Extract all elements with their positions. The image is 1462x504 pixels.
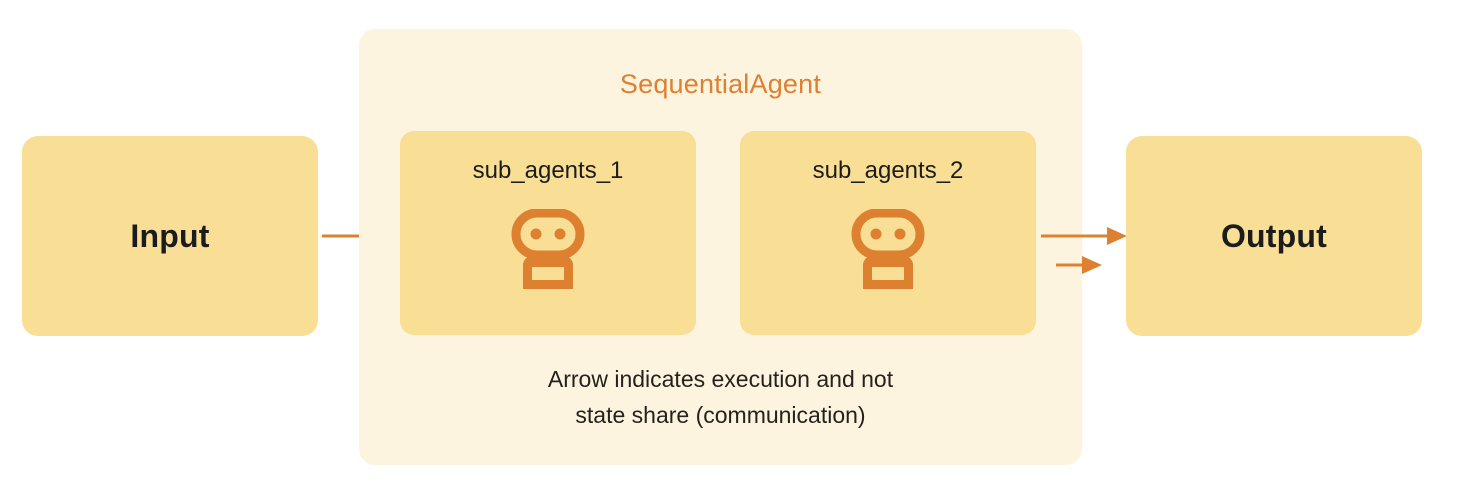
- agent-label-sub-agents-2: sub_agents_2: [812, 157, 964, 184]
- output-node: Output: [1126, 136, 1422, 336]
- input-label: Input: [130, 217, 210, 254]
- caption-line-1: Arrow indicates execution and not: [547, 366, 894, 392]
- output-label: Output: [1220, 217, 1328, 254]
- sequential-agent-title: SequentialAgent: [619, 69, 822, 99]
- agent-card-sub-agents-2: sub_agents_2: [740, 131, 1036, 335]
- agent-label-sub-agents-1: sub_agents_1: [472, 157, 624, 184]
- input-node: Input: [22, 136, 318, 336]
- arrow-agent2-to-output: [1041, 227, 1127, 245]
- robot-icon: [511, 209, 585, 289]
- diagram-caption: Arrow indicates execution and not state …: [359, 361, 1082, 433]
- agent-card-sub-agents-1: sub_agents_1: [400, 131, 696, 335]
- arrow-agent1-to-agent2: [1056, 256, 1102, 274]
- sequential-agent-group: SequentialAgent sub_agents_1 sub_agents_…: [359, 29, 1102, 465]
- caption-line-2: state share (communication): [575, 402, 866, 428]
- robot-icon: [851, 209, 925, 289]
